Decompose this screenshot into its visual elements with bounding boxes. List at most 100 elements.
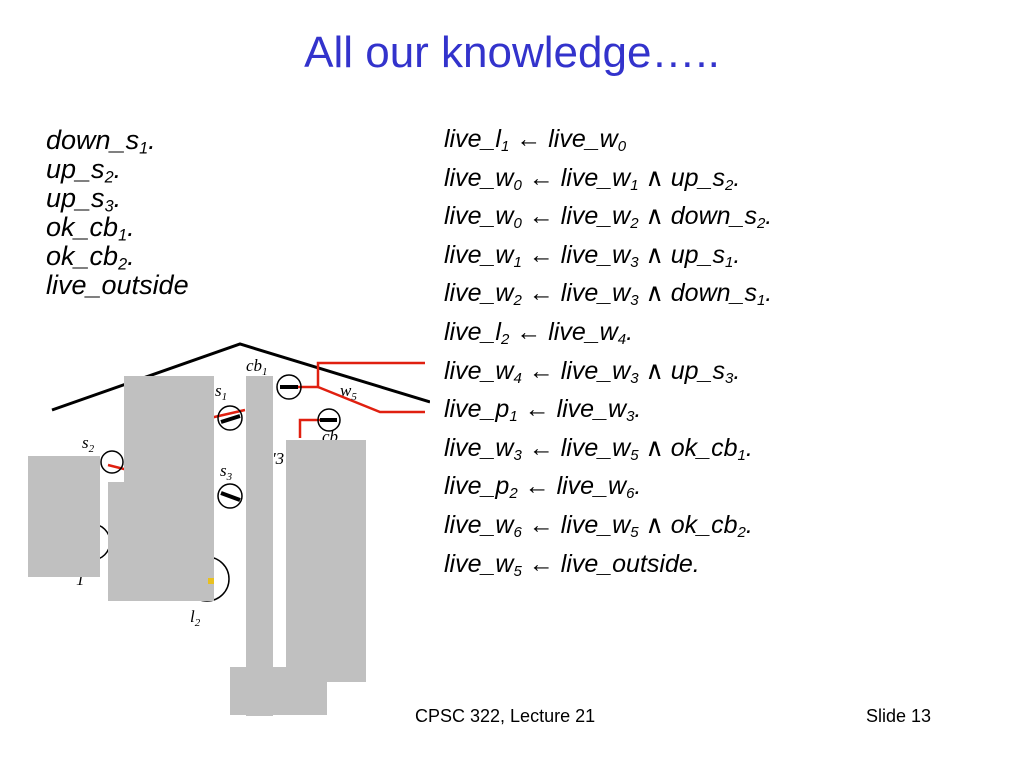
rule-line: live_w2 ← live_w3 ∧ down_s1. — [444, 274, 772, 313]
s3-switch — [217, 483, 243, 509]
occluder-1 — [28, 456, 100, 577]
rule-body-atom: live_w — [560, 510, 631, 539]
rule-line: live_p2 ← live_w6. — [444, 467, 772, 506]
rule-body-atom: down_s — [670, 202, 757, 231]
rule-head: live_w — [444, 240, 514, 269]
occluder-3 — [108, 482, 168, 601]
rule-end: . — [765, 202, 773, 231]
rule-body-sub: 6 — [626, 485, 635, 503]
rule-head-sub: 3 — [513, 446, 522, 464]
facts-list: down_s1.up_s2.up_s3.ok_cb1.ok_cb2.live_o… — [46, 126, 189, 300]
s2-switch — [100, 450, 124, 474]
fact-line: live_outside — [46, 271, 189, 300]
house-wiring-diagram: cb1 w5 s1 s2 s3 l2 '3 1 cb — [28, 342, 430, 716]
rule-body-atom: up_s — [670, 356, 725, 385]
gray-occluders — [28, 376, 366, 716]
rule-body-sub: 2 — [737, 524, 746, 542]
rule-body-atom: up_s — [670, 163, 725, 192]
implies-arrow: ← — [528, 510, 554, 539]
rule-body-sub: 3 — [630, 253, 639, 271]
rule-line: live_w0 ← live_w1 ∧ up_s2. — [444, 159, 772, 198]
rule-body-atom: live_w — [548, 317, 618, 346]
rule-body-sub: 3 — [630, 369, 639, 387]
rule-body-atom: down_s — [670, 279, 757, 308]
rule-body-sub: 2 — [725, 176, 734, 194]
s3-label: s3 — [220, 461, 233, 483]
rule-body-sub: 3 — [725, 369, 734, 387]
fact-line: down_s1. — [46, 125, 189, 158]
rule-end: . — [765, 279, 773, 308]
rule-head: live_l — [444, 125, 501, 153]
implies-arrow: ← — [528, 240, 554, 269]
l2-label: l2 — [190, 607, 201, 629]
rule-head-sub: 4 — [513, 369, 522, 387]
occluder-6 — [230, 667, 327, 715]
rule-body-atom: live_w — [548, 125, 618, 153]
rule-line: live_p1 ← live_w3. — [444, 390, 772, 429]
rule-body-atom: live_w — [560, 279, 631, 308]
fact-base: ok_cb — [46, 241, 119, 271]
rule-body-sub: 0 — [617, 138, 627, 156]
rule-head: live_w — [444, 433, 514, 462]
and-symbol: ∧ — [645, 279, 664, 308]
rule-body-atom: live_w — [560, 433, 631, 462]
fact-sub: 2 — [118, 255, 128, 274]
fact-tail: . — [113, 154, 122, 184]
rule-end: . — [634, 472, 642, 501]
rule-body-sub: 2 — [630, 215, 639, 233]
rule-end: . — [692, 549, 700, 578]
fact-line: ok_cb2. — [46, 241, 189, 274]
rule-body-sub: 3 — [626, 408, 635, 426]
rule-body-atom: live_outside — [560, 549, 693, 578]
l1-partial-label: 1 — [76, 570, 85, 589]
rule-body-atom: up_s — [670, 240, 725, 269]
rule-head-sub: 1 — [513, 253, 522, 271]
implies-arrow: ← — [528, 549, 554, 578]
rule-head-sub: 2 — [500, 331, 510, 349]
rule-line: live_w5 ← live_outside. — [444, 545, 772, 584]
and-symbol: ∧ — [645, 202, 664, 231]
rule-end: . — [626, 317, 634, 346]
rule-line: live_w6 ← live_w5 ∧ ok_cb2. — [444, 506, 772, 545]
rule-end: . — [733, 356, 741, 385]
fact-tail: . — [113, 183, 122, 213]
fact-tail: . — [148, 125, 156, 155]
and-symbol: ∧ — [645, 240, 664, 269]
rule-body-sub: 4 — [617, 331, 627, 349]
wire-main — [295, 361, 425, 389]
rule-line: live_w0 ← live_w2 ∧ down_s2. — [444, 197, 772, 236]
footer-course: CPSC 322, Lecture 21 — [415, 706, 596, 726]
w3-partial-label: '3 — [272, 449, 284, 468]
rule-line: live_w1 ← live_w3 ∧ up_s1. — [444, 236, 772, 275]
fact-sub: 2 — [104, 168, 114, 187]
and-symbol: ∧ — [645, 510, 664, 539]
implies-arrow: ← — [528, 433, 554, 462]
rule-body-atom: live_w — [560, 163, 631, 192]
rule-body-sub: 3 — [630, 292, 639, 310]
rule-head: live_p — [444, 395, 510, 424]
rule-end: . — [634, 395, 642, 424]
rule-line: live_w3 ← live_w5 ∧ ok_cb1. — [444, 429, 772, 468]
and-symbol: ∧ — [645, 356, 664, 385]
rule-head-sub: 2 — [513, 292, 522, 310]
implies-arrow: ← — [528, 279, 554, 308]
rule-head-sub: 5 — [513, 562, 522, 580]
rule-head-sub: 0 — [513, 176, 522, 194]
implies-arrow: ← — [528, 163, 554, 192]
fact-sub: 1 — [139, 139, 149, 158]
fact-line: ok_cb1. — [46, 213, 189, 245]
occluder-4 — [246, 376, 273, 716]
fact-sub: 1 — [118, 226, 128, 245]
rule-body-atom: live_w — [560, 202, 631, 231]
rule-line: live_l2 ← live_w4. — [444, 313, 772, 352]
footer-slide-number: Slide 13 — [866, 706, 932, 726]
w5-label: w5 — [340, 381, 357, 403]
rule-body-sub: 5 — [630, 446, 639, 464]
fact-base: up_s — [46, 154, 105, 184]
rule-head: live_w — [444, 510, 514, 539]
rule-body-atom: ok_cb — [670, 510, 738, 539]
rule-end: . — [733, 163, 741, 192]
rule-end: . — [745, 433, 753, 462]
rule-head-sub: 1 — [500, 138, 510, 156]
